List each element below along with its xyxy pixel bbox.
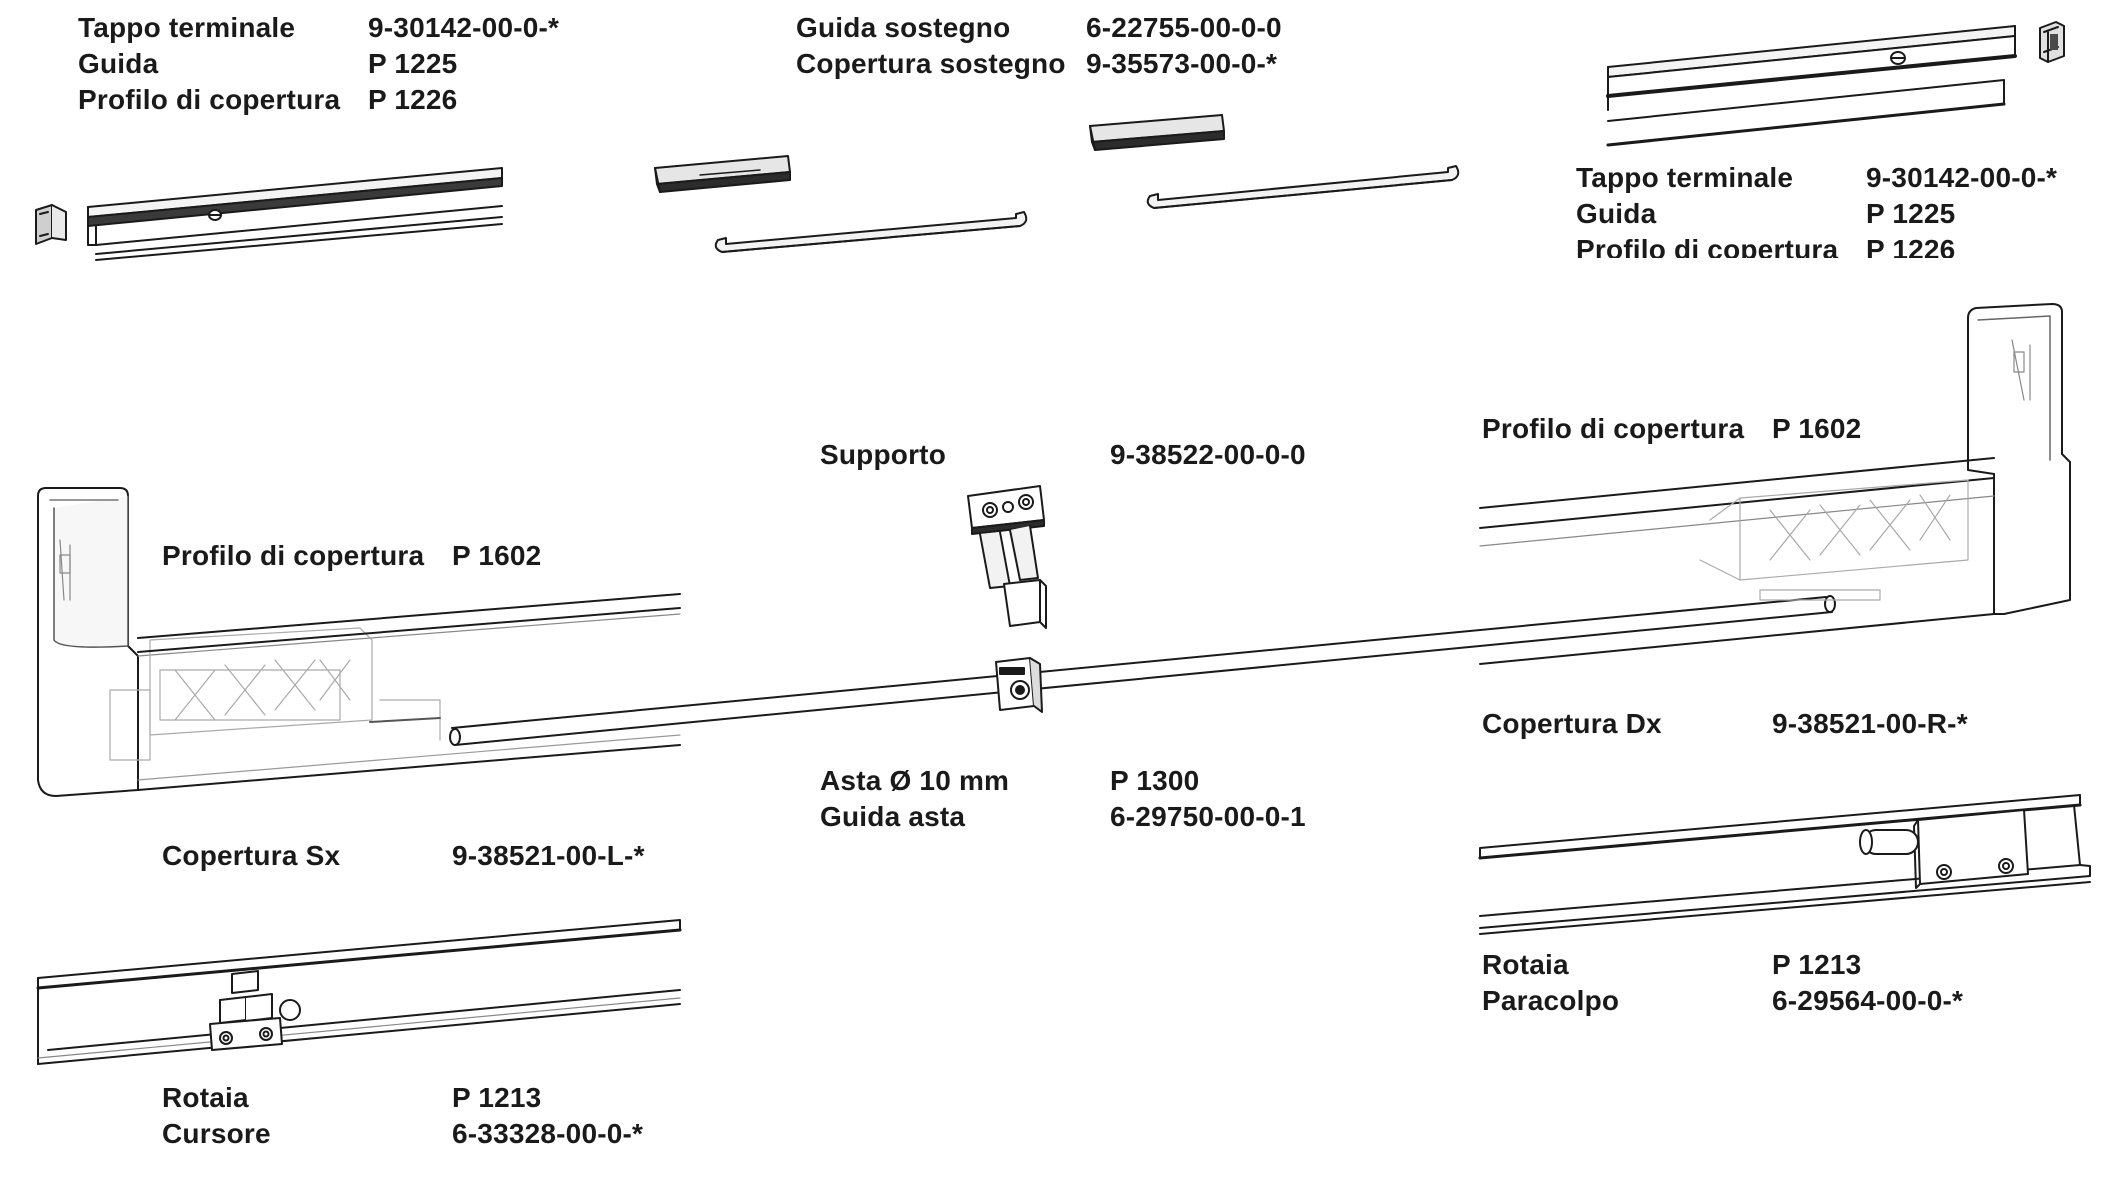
cover-profile-line [95,223,503,261]
part-name: Tappo terminale [78,12,296,43]
callout-row: Paracolpo 6-29564-00-0-* [1482,983,2002,1019]
callout-row: Supporto 9-38522-00-0-0 [820,437,1340,473]
part-code: 9-38522-00-0-0 [1110,439,1306,470]
callout-profilo-left: Profilo di copertura P 1602 [162,538,682,574]
callout-row: Copertura Dx 9-38521-00-R-* [1482,706,2002,742]
callout-row: Profilo di copertura P 1226 [78,82,598,118]
callout-copertura-sx: Copertura Sx 9-38521-00-L-* [162,838,682,874]
part-code: 9-38521-00-R-* [1772,708,1968,739]
support-guide-right [1089,114,1225,151]
callout-top-center: Guida sostegno 6-22755-00-0-0 Copertura … [796,10,1316,82]
part-name: Paracolpo [1482,985,1620,1016]
part-code: P 1226 [1866,234,1956,258]
part-name: Profilo di copertura [1576,234,1839,258]
part-code: 9-35573-00-0-* [1086,48,1278,79]
callout-rotaia-left: Rotaia P 1213 Cursore 6-33328-00-0-* [162,1080,682,1152]
part-code: P 1213 [1772,949,1862,980]
support-cover-right [1146,165,1460,209]
internal-mechanism-right [1699,479,1969,601]
callout-row: Guida P 1225 [1576,196,2096,232]
part-code: 6-33328-00-0-* [452,1118,644,1149]
callout-row: Tappo terminale 9-30142-00-0-* [78,10,598,46]
part-name: Rotaia [162,1082,249,1113]
left-rail-assembly [36,919,682,1065]
callout-row: Profilo di copertura P 1226 [1576,232,2096,258]
part-name: Guida sostegno [796,12,1011,43]
part-name: Cursore [162,1118,271,1149]
end-cap-right [2039,21,2065,63]
callout-row: Cursore 6-33328-00-0-* [162,1116,682,1152]
part-name: Asta Ø 10 mm [820,765,1010,796]
callout-row: Profilo di copertura P 1602 [162,538,682,574]
part-name: Guida [1576,198,1657,229]
top-left-guide-assembly [35,167,503,261]
left-cover-housing [37,487,681,797]
callout-row: Rotaia P 1213 [1482,947,2002,983]
part-code: P 1602 [1772,413,1862,444]
callout-row: Profilo di copertura P 1602 [1482,411,2002,447]
right-cover-housing [1479,303,2071,665]
callout-row: Guida sostegno 6-22755-00-0-0 [796,10,1316,46]
part-code: P 1226 [368,84,458,115]
end-cap-left [35,204,67,245]
callout-supporto: Supporto 9-38522-00-0-0 [820,437,1340,473]
callout-profilo-right: Profilo di copertura P 1602 [1482,411,2002,447]
part-code: P 1300 [1110,765,1200,796]
callout-row: Copertura sostegno 9-35573-00-0-* [796,46,1316,82]
part-code: 6-22755-00-0-0 [1086,12,1282,43]
callout-top-right: Tappo terminale 9-30142-00-0-* Guida P 1… [1576,160,2096,258]
part-name: Copertura Dx [1482,708,1662,739]
callout-row: Guida P 1225 [78,46,598,82]
support-cover-left [714,211,1028,253]
part-name: Copertura sostegno [796,48,1066,79]
part-name: Copertura Sx [162,840,341,871]
part-name: Profilo di copertura [1482,413,1745,444]
callout-row: Copertura Sx 9-38521-00-L-* [162,838,682,874]
part-code: P 1225 [1866,198,1956,229]
callout-row: Tappo terminale 9-30142-00-0-* [1576,160,2096,196]
part-code: 9-38521-00-L-* [452,840,645,871]
part-name: Supporto [820,439,947,470]
part-code: 6-29564-00-0-* [1772,985,1964,1016]
rod-guide [995,657,1043,713]
support-guide-left [654,155,791,193]
part-name: Tappo terminale [1576,162,1794,193]
part-code: P 1213 [452,1082,542,1113]
part-name: Guida asta [820,801,966,832]
rod [449,595,1836,746]
part-name: Rotaia [1482,949,1569,980]
part-code: 9-30142-00-0-* [368,12,560,43]
cover-profile-right-top [1479,457,1995,509]
callout-row: Guida asta 6-29750-00-0-1 [820,799,1340,835]
bumper [1859,809,2029,889]
callout-rotaia-right: Rotaia P 1213 Paracolpo 6-29564-00-0-* [1482,947,2002,1019]
callout-copertura-dx: Copertura Dx 9-38521-00-R-* [1482,706,2002,742]
right-rail-assembly [1478,794,2091,935]
part-code: P 1225 [368,48,458,79]
callout-row: Rotaia P 1213 [162,1080,682,1116]
part-name: Guida [78,48,159,79]
callout-row: Asta Ø 10 mm P 1300 [820,763,1340,799]
part-name: Profilo di copertura [162,540,425,571]
support-bracket [967,485,1047,629]
internal-mechanism-left [109,627,441,761]
slider [209,970,301,1051]
top-right-guide-assembly [1606,21,2065,147]
callout-asta: Asta Ø 10 mm P 1300 Guida asta 6-29750-0… [820,763,1340,835]
cover-profile-left-top [137,593,681,639]
part-code: 9-30142-00-0-* [1866,162,2058,193]
part-name: Profilo di copertura [78,84,341,115]
callout-top-left: Tappo terminale 9-30142-00-0-* Guida P 1… [78,10,598,118]
part-code: P 1602 [452,540,542,571]
part-code: 6-29750-00-0-1 [1110,801,1306,832]
